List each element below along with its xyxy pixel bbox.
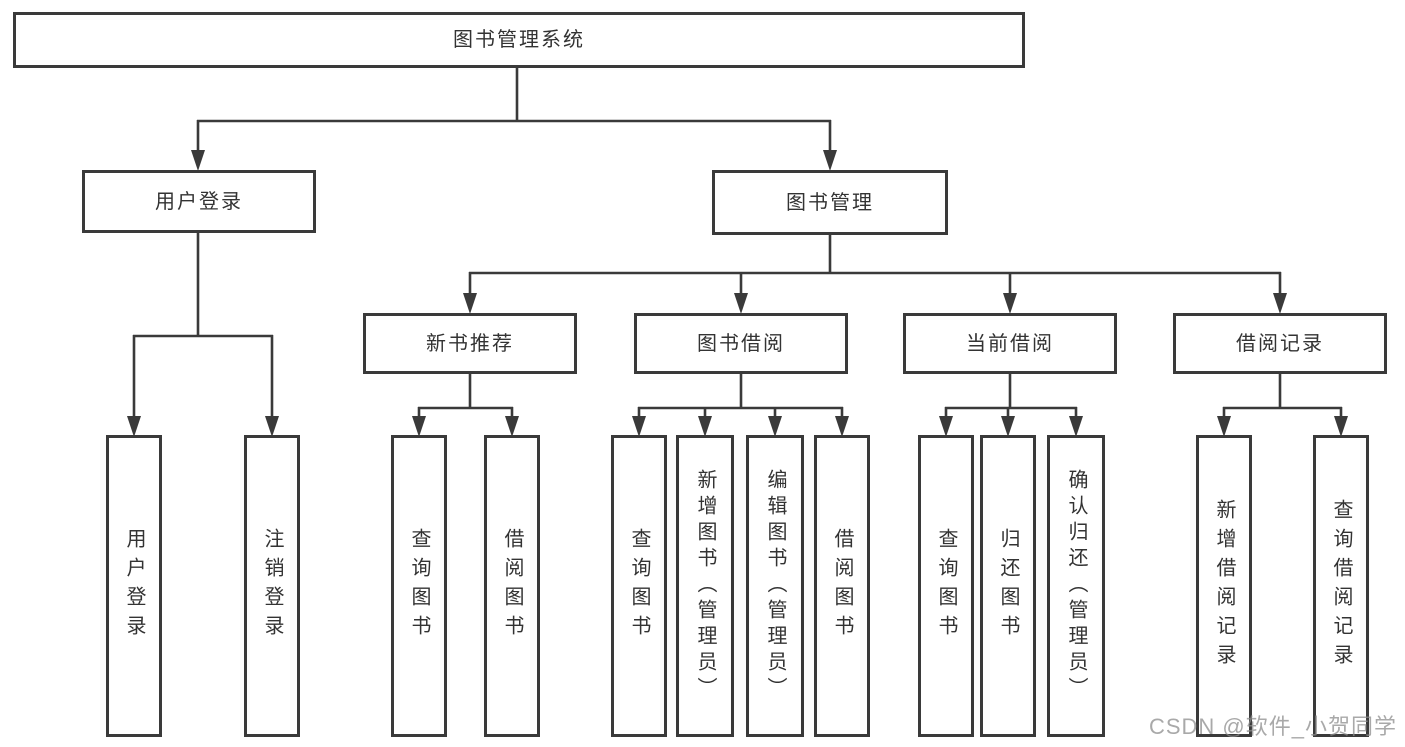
watermark: CSDN @软件_小贺同学 (1148, 714, 1397, 739)
arrow-icon (1273, 293, 1287, 314)
arrow-icon (734, 293, 748, 314)
arrow-icon (505, 416, 519, 437)
connector-userlogin-bus (132, 233, 274, 417)
arrow-icon (412, 416, 426, 437)
arrow-icon (463, 293, 477, 314)
leaf-user-login: 用户登录 (106, 435, 162, 737)
node-current-borrow: 当前借阅 (903, 313, 1117, 374)
node-book-borrow: 图书借阅 (634, 313, 848, 374)
arrow-icon (191, 150, 205, 171)
node-user-login: 用户登录 (82, 170, 316, 233)
node-new-book-recommend: 新书推荐 (363, 313, 577, 374)
connector-newbook-bus (417, 374, 514, 417)
leaf-query-borrow-record: 查询借阅记录 (1313, 435, 1369, 737)
arrow-icon (1003, 293, 1017, 314)
leaf-query-book-3: 查询图书 (918, 435, 974, 737)
leaf-query-book-1: 查询图书 (391, 435, 447, 737)
arrow-icon (698, 416, 712, 437)
arrow-icon (127, 416, 141, 437)
leaf-add-book-admin: 新增图书（管理员） (676, 435, 734, 737)
leaf-logout: 注销登录 (244, 435, 300, 737)
node-book-management: 图书管理 (712, 170, 948, 235)
leaf-borrow-book-2: 借阅图书 (814, 435, 870, 737)
arrow-icon (632, 416, 646, 437)
leaf-edit-book-admin: 编辑图书（管理员） (746, 435, 804, 737)
leaf-query-book-2: 查询图书 (611, 435, 667, 737)
arrow-icon (835, 416, 849, 437)
arrow-icon (768, 416, 782, 437)
node-borrow-record: 借阅记录 (1173, 313, 1387, 374)
leaf-confirm-return-admin: 确认归还（管理员） (1047, 435, 1105, 737)
leaf-return-book: 归还图书 (980, 435, 1036, 737)
leaf-borrow-book-1: 借阅图书 (484, 435, 540, 737)
connector-borrow-bus (637, 374, 844, 417)
leaf-add-borrow-record: 新增借阅记录 (1196, 435, 1252, 737)
arrow-icon (265, 416, 279, 437)
connector-root-bus (196, 68, 832, 151)
arrow-icon (939, 416, 953, 437)
arrow-icon (1334, 416, 1348, 437)
arrow-icon (823, 150, 837, 171)
arrowheads (127, 150, 1348, 437)
arrow-icon (1069, 416, 1083, 437)
connector-record-bus (1222, 374, 1343, 417)
node-root: 图书管理系统 (13, 12, 1025, 68)
connector-bookmgmt-bus (468, 235, 1282, 295)
arrow-icon (1001, 416, 1015, 437)
arrow-icon (1217, 416, 1231, 437)
connector-current-bus (944, 374, 1078, 417)
